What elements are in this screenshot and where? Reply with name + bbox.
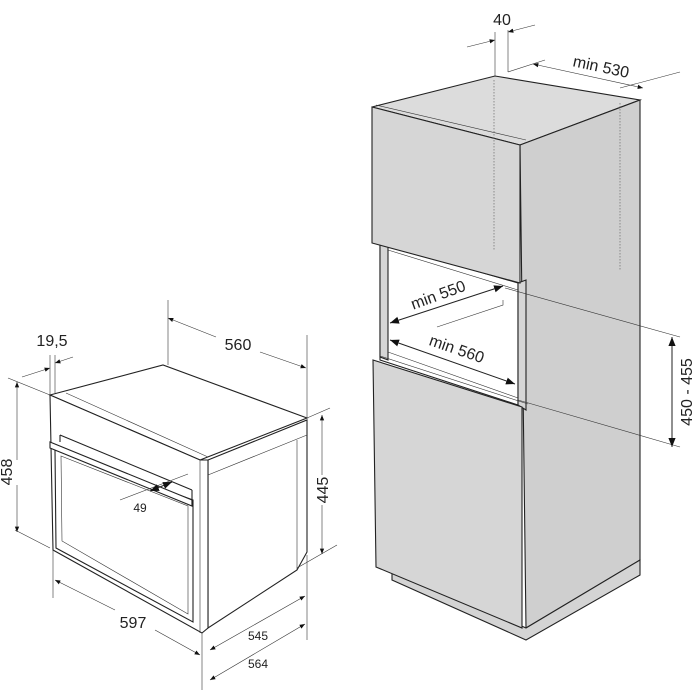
cabinet-lower-front: [372, 359, 523, 629]
dim-label-458: 458: [0, 459, 16, 486]
oven-door-window-inner: [60, 455, 189, 615]
dim-label-560: 560: [225, 337, 252, 354]
dim-label-564: 564: [248, 657, 268, 671]
dim-label-49: 49: [133, 501, 147, 515]
dimension-40: 40: [466, 12, 536, 76]
oven-top-edge: [65, 392, 209, 458]
opening-top-edge: [387, 249, 519, 291]
dim-label-min-530: min 530: [571, 53, 630, 81]
dim-label-450-455: 450 - 455: [679, 358, 696, 426]
dimension-458: 458: [0, 377, 51, 549]
cabinet-upper-front: [371, 106, 521, 284]
oven-side-line: [207, 434, 308, 476]
dim-label-545: 545: [248, 629, 268, 643]
dimension-564: 564: [209, 623, 306, 681]
opening-left-post: [379, 242, 389, 361]
dimension-597: 597: [52, 550, 203, 690]
dim-label-597: 597: [120, 615, 147, 632]
dimension-19-5: 19,5: [21, 333, 74, 395]
cabinet-side-panel: [519, 99, 641, 629]
cabinet: [371, 75, 643, 641]
dim-label-445: 445: [315, 477, 332, 504]
oven: [48, 364, 309, 634]
dimension-560: 560: [167, 300, 308, 418]
opening-right-post: [517, 279, 527, 411]
dimension-49: 49: [119, 473, 189, 515]
dim-label-19-5: 19,5: [36, 333, 67, 350]
upper-front-edge: [375, 104, 527, 141]
dimension-450-455: 450 - 455: [504, 287, 696, 448]
dim-label-40: 40: [493, 12, 511, 29]
dimension-445: 445: [296, 407, 338, 569]
